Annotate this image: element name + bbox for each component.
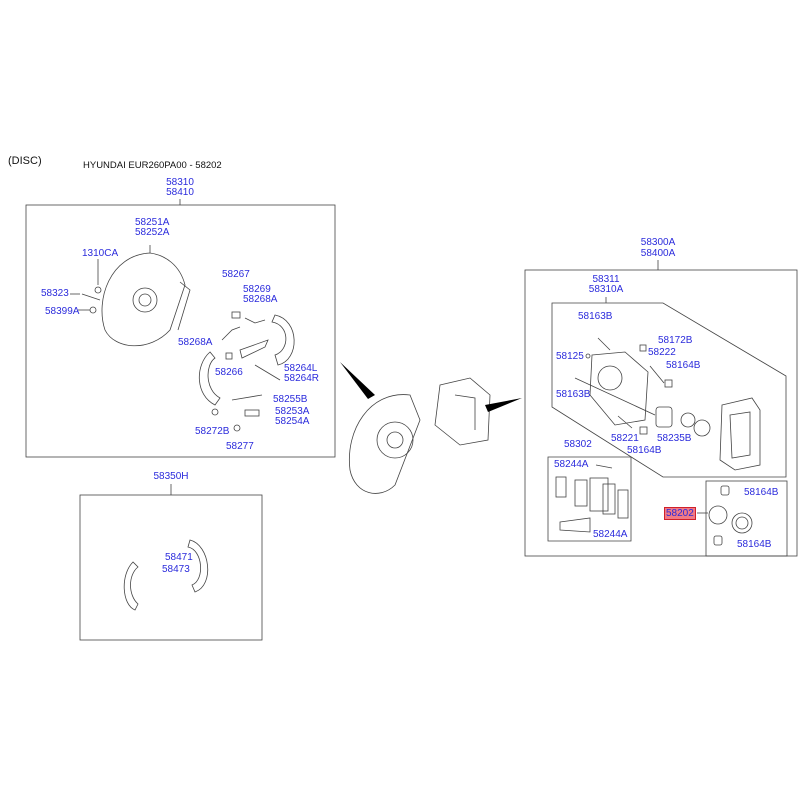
part-label[interactable]: 58264L [284, 363, 318, 374]
parking-shoe-drawing [123, 561, 139, 611]
part-label[interactable]: 58164B [666, 360, 701, 371]
part-label[interactable]: 58164B [627, 445, 662, 456]
part-label[interactable]: 58266 [215, 367, 243, 378]
diagram-title: HYUNDAI EUR260PA00 - 58202 [83, 160, 222, 171]
part-label[interactable]: 58473 [162, 564, 190, 575]
pad-group-outline [547, 456, 632, 542]
part-label[interactable]: 1310CA [82, 248, 119, 259]
caliper-group-box [524, 269, 798, 557]
caliper-assembly-drawing [434, 377, 491, 446]
part-label[interactable]: 58164B [737, 539, 772, 550]
part-label[interactable]: 58235B [657, 433, 692, 444]
part-label[interactable]: 58251A [135, 217, 170, 228]
caliper-bracket-drawing [719, 397, 761, 471]
pointer-arrow-left [340, 362, 375, 399]
part-label[interactable]: 58244A [554, 459, 589, 470]
part-label[interactable]: 58164B [744, 487, 779, 498]
part-label[interactable]: 58222 [648, 347, 676, 358]
caliper-subgroup-outline [551, 302, 787, 478]
highlighted-part-label[interactable]: 58202 [664, 507, 696, 520]
part-label[interactable]: 58267 [222, 269, 250, 280]
part-label[interactable]: 58471 [165, 552, 193, 563]
section-label: (DISC) [8, 155, 42, 167]
part-label[interactable]: 58302 [564, 439, 592, 450]
part-label[interactable]: 58252A [135, 227, 170, 238]
part-label[interactable]: 58277 [226, 441, 254, 452]
part-label[interactable]: 58400A [640, 248, 676, 259]
part-label[interactable]: 58254A [275, 416, 310, 427]
part-label[interactable]: 58264R [284, 373, 320, 384]
backing-plate-drawing [101, 245, 191, 347]
part-label[interactable]: 58255B [273, 394, 308, 405]
part-label[interactable]: 58272B [195, 426, 230, 437]
part-label[interactable]: 58323 [41, 288, 69, 299]
part-label[interactable]: 58163B [556, 389, 591, 400]
part-label[interactable]: 58311 [592, 274, 620, 285]
part-label[interactable]: 58410 [166, 187, 194, 198]
part-label[interactable]: 58399A [45, 306, 80, 317]
drum-assembly-drawing [348, 394, 421, 494]
kit-group-box [705, 480, 788, 557]
part-label[interactable]: 58269 [243, 284, 271, 295]
part-label[interactable]: 58253A [275, 406, 310, 417]
drum-group-box [25, 204, 336, 458]
pointer-arrow-right [485, 398, 522, 412]
part-label[interactable]: 58163B [578, 311, 613, 322]
part-label[interactable]: 58221 [611, 433, 639, 444]
part-label[interactable]: 58310 [166, 177, 194, 188]
part-label[interactable]: 58268A [243, 294, 278, 305]
part-label[interactable]: 58244A [593, 529, 628, 540]
part-label[interactable]: 58268A [178, 337, 213, 348]
part-label[interactable]: 58172B [658, 335, 693, 346]
part-label[interactable]: 58310A [588, 284, 624, 295]
part-label[interactable]: 58350H [153, 471, 189, 482]
part-label[interactable]: 58300A [640, 237, 676, 248]
part-label[interactable]: 58125 [556, 351, 584, 362]
